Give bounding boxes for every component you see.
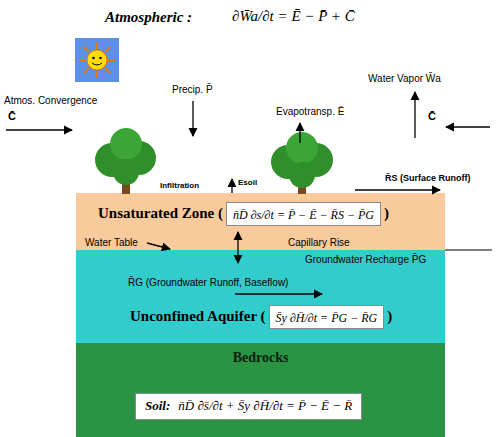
- flux-label: Atmos. Convergence: [4, 95, 97, 107]
- convergence-arrow: [446, 126, 490, 127]
- soil-equation-box: Soil: n̄D̄ ∂s̄/∂t + S̄y ∂H̄/∂t = P̄ − Ē −…: [135, 393, 362, 420]
- unsaturated-zone-band: Unsaturated Zone ( n̄D̄ ∂s/∂t = P̄ − Ē − …: [76, 193, 445, 250]
- title-row: Unsaturated Zone ( n̄D̄ ∂s/∂t = P̄ − Ē − …: [98, 202, 389, 226]
- flux-label: R̄S (Surface Runoff): [385, 173, 471, 183]
- section-title: Atmospheric :: [105, 9, 192, 26]
- runoff-arrow: [355, 189, 440, 190]
- water-table-line: [445, 249, 492, 250]
- equation-box: S̄y ∂H̄/∂t = P̄G − R̄G: [269, 305, 385, 329]
- flux-label: Water Vapor W̄a: [368, 73, 441, 85]
- zone-note: Capillary Rise: [288, 237, 350, 249]
- baseflow-arrow: [235, 293, 322, 294]
- equation: n̄D̄ ∂s̄/∂t + S̄y ∂H̄/∂t = P̄ − Ē − R̄: [178, 399, 352, 414]
- equation: ∂W̄a/∂t = Ē − P̄ + C̄: [232, 8, 355, 25]
- bedrock-band: BedrocksSoil: n̄D̄ ∂s̄/∂t + S̄y ∂H̄/∂t = …: [76, 343, 445, 437]
- equation: S̄y ∂H̄/∂t = P̄G − R̄G: [276, 311, 378, 325]
- sun-icon: [75, 38, 119, 82]
- zone-title: ): [387, 308, 392, 325]
- equation-title: Soil:: [145, 399, 170, 414]
- aquifer-band: [76, 250, 445, 343]
- title-row: Unconfined Aquifer ( S̄y ∂H̄/∂t = P̄G − R…: [130, 305, 392, 329]
- flux-label: Evapotransp. Ē: [276, 106, 344, 118]
- bedrock-band: [76, 343, 445, 437]
- unsaturated-band: [76, 193, 445, 250]
- water-table-pointer: [147, 243, 170, 249]
- flux-label: Esoil: [238, 178, 257, 187]
- evapotranspiration-arrow: [299, 123, 300, 143]
- zone-title: Bedrocks: [76, 350, 445, 366]
- equation: n̄D̄ ∂s/∂t = P̄ − Ē − R̄S − P̄G: [233, 208, 374, 222]
- tree-right: [271, 132, 333, 194]
- flux-label: Infiltration: [160, 181, 199, 190]
- flux-label: Precip. P̄: [172, 84, 213, 96]
- tree-left: [95, 128, 156, 194]
- zone-title: Unconfined Aquifer (: [130, 308, 266, 325]
- precip-arrow: [192, 101, 193, 136]
- esoil-arrow: [231, 179, 232, 193]
- flux-symbol: C̄: [428, 110, 436, 123]
- zone-note: Water Table: [85, 237, 138, 249]
- vapor-arrow: [414, 92, 415, 138]
- flux-label: R̄G (Groundwater Runoff, Baseflow): [128, 277, 288, 289]
- equation-box: n̄D̄ ∂s/∂t = P̄ − Ē − R̄S − P̄G: [226, 202, 381, 226]
- flux-label: Groundwater Recharge P̄G: [305, 254, 426, 266]
- zone-title: Unsaturated Zone (: [98, 205, 223, 222]
- flux-symbol: C̄: [8, 110, 16, 123]
- zone-title: ): [384, 205, 389, 222]
- convergence-arrow: [6, 129, 72, 130]
- recharge-arrow: [237, 232, 238, 263]
- unconfined-aquifer-band: Unconfined Aquifer ( S̄y ∂H̄/∂t = P̄G − R…: [76, 250, 445, 343]
